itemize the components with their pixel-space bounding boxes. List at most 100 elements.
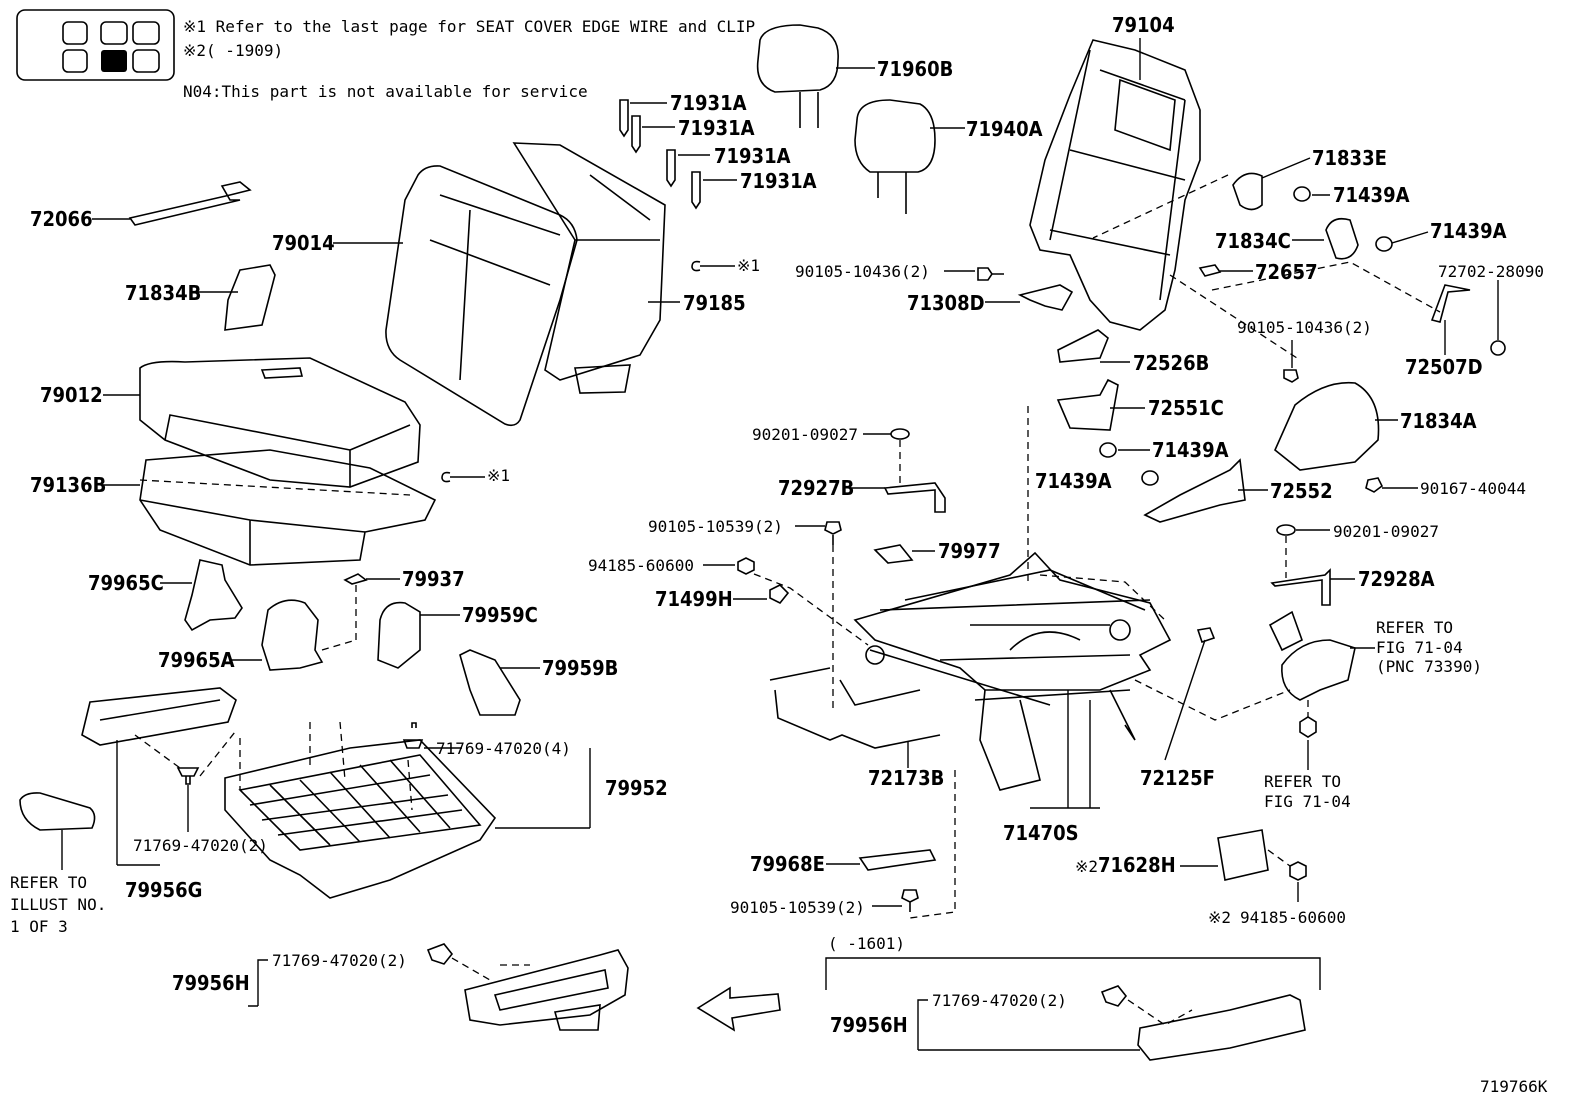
seat-pad-79136B (103, 449, 437, 566)
seatback-frame-79104 (1029, 38, 1201, 331)
bracket-72927B (850, 440, 946, 513)
label-72927B: 72927B (778, 476, 854, 500)
label-71931A-1: 71931A (670, 91, 747, 115)
label-ref1-lower: ※1 (487, 466, 510, 485)
seat-cushion-79012 (103, 357, 421, 488)
strap-72066 (92, 181, 252, 226)
bracket-71308D (985, 284, 1074, 311)
clip-71769-a (176, 767, 200, 832)
label-79014: 79014 (272, 231, 335, 255)
cover-79959C (377, 601, 460, 669)
label-71628H: 71628H (1098, 853, 1176, 877)
bracket-72507D (1430, 284, 1471, 355)
label-79104: 79104 (1112, 13, 1175, 37)
label-72657: 72657 (1255, 260, 1318, 284)
note-not-serviceable: N04:This part is not available for servi… (183, 82, 588, 101)
label-79136B: 79136B (30, 473, 106, 497)
label-90167-40044: 90167-40044 (1420, 479, 1526, 498)
bracket-72551C (1056, 378, 1145, 431)
bolt-90105-10539-a (795, 521, 842, 545)
mesh-79952 (224, 721, 590, 899)
label-79956G: 79956G (125, 878, 202, 902)
label-79952: 79952 (605, 776, 668, 800)
label-79959B: 79959B (542, 656, 618, 680)
label-refer-illust-2: ILLUST NO. (10, 895, 106, 914)
clip-71439A-b (1375, 231, 1429, 252)
label-71439A-1: 71439A (1333, 183, 1410, 207)
bracket-72928A (1270, 536, 1355, 606)
label-71833E: 71833E (1312, 146, 1387, 170)
label-79959C: 79959C (462, 603, 538, 627)
label-90105-10436-b: 90105-10436(2) (1237, 318, 1372, 337)
label-71834C: 71834C (1215, 229, 1291, 253)
bracket-72552 (1143, 458, 1268, 523)
armrest-79956H-a (248, 943, 629, 1031)
bracket-79965C (160, 559, 243, 632)
direction-arrow (696, 986, 781, 1032)
cover-79956G (81, 687, 237, 866)
headrest-71940A (854, 99, 965, 214)
label-79965A: 79965A (158, 648, 235, 672)
label-71940A: 71940A (966, 117, 1043, 141)
label-72066: 72066 (30, 207, 93, 231)
cover-72526B (1057, 329, 1130, 363)
clip-71439A-d (1141, 470, 1159, 486)
label-71931A-3: 71931A (714, 144, 791, 168)
clip-71499H (733, 584, 790, 605)
label-72702-28090: 72702-28090 (1438, 262, 1544, 281)
label-refer-illust-3: 1 OF 3 (10, 917, 68, 936)
seatback-pad-79185 (512, 142, 680, 394)
clip-71439A-c (1099, 442, 1150, 458)
label-79185: 79185 (683, 291, 746, 315)
label-71769-47020-4: 71769-47020(4) (436, 739, 571, 758)
label-71834B: 71834B (125, 281, 201, 305)
seat-position-legend (16, 9, 175, 81)
cover-71834B (197, 264, 276, 331)
armrest-79956H-b (825, 957, 1321, 1061)
label-refer-fig-a3: (PNC 73390) (1376, 657, 1482, 676)
note-seat-cover-wire: ※1 Refer to the last page for SEAT COVER… (183, 17, 755, 36)
label-71470S: 71470S (1003, 821, 1079, 845)
label-71769-47020-2c: 71769-47020(2) (932, 991, 1067, 1010)
label-71931A-4: 71931A (740, 169, 817, 193)
label-94185-60600-b: 94185-60600 (1240, 908, 1346, 927)
label-71439A-4: 71439A (1035, 469, 1112, 493)
label-71308D: 71308D (907, 291, 985, 315)
label-90201-09027-a: 90201-09027 (752, 425, 858, 444)
label-90201-09027-b: 90201-09027 (1333, 522, 1439, 541)
bolt-72702 (1490, 280, 1506, 356)
clip-71769-b (402, 722, 462, 749)
label-71931A-2: 71931A (678, 116, 755, 140)
label-71499H: 71499H (655, 587, 733, 611)
cover-71834A (1274, 381, 1398, 471)
label-90105-10539-a: 90105-10539(2) (648, 517, 783, 536)
clip-71439A-a (1293, 186, 1330, 202)
wire-72173B (769, 667, 941, 768)
cover-79937 (343, 573, 400, 640)
seatback-cover-79014 (333, 165, 578, 427)
cover-79959B (459, 649, 540, 716)
label-72526B: 72526B (1133, 351, 1209, 375)
pad-79977 (873, 544, 935, 564)
label-refer-fig-a1: REFER TO (1376, 618, 1453, 637)
nut-90201-b (1276, 524, 1330, 536)
label-date-1601: ( -1601) (828, 934, 905, 953)
label-79012: 79012 (40, 383, 103, 407)
nut-90201-a (863, 428, 910, 440)
label-71439A-3: 71439A (1152, 438, 1229, 462)
bolt-90105-b (1283, 340, 1299, 383)
cover-71834C (1292, 217, 1359, 260)
label-refer-fig-b1: REFER TO (1264, 772, 1341, 791)
label-71439A-2: 71439A (1430, 219, 1507, 243)
connector-72125F (1164, 627, 1216, 761)
cover-71628H (1180, 829, 1269, 881)
label-72125F: 72125F (1140, 766, 1215, 790)
label-refer-fig-b2: FIG 71-04 (1264, 792, 1351, 811)
label-79965C: 79965C (88, 571, 164, 595)
label-72173B: 72173B (868, 766, 944, 790)
label-79968E: 79968E (750, 852, 825, 876)
label-72507D: 72507D (1405, 355, 1483, 379)
label-71834A: 71834A (1400, 409, 1477, 433)
nut-94185-a (703, 557, 755, 575)
